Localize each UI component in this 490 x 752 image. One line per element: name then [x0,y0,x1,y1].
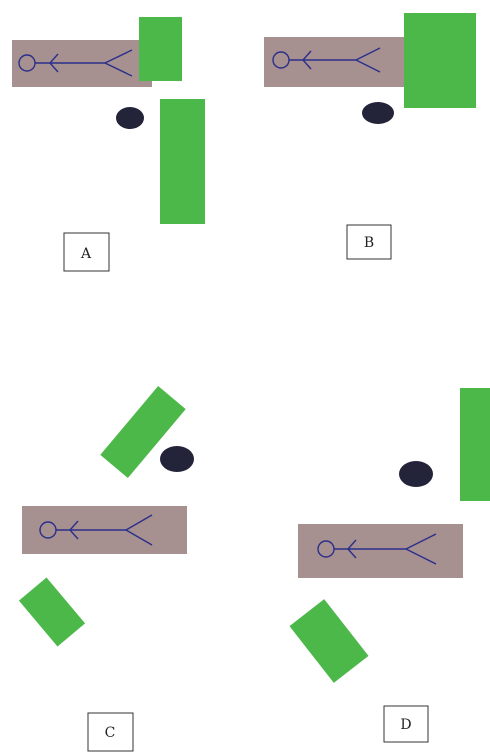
person-bar [264,37,406,87]
label-b: B [364,235,374,251]
panel-d: D [289,388,490,742]
panel-c: C [19,386,194,751]
label-d: D [400,717,411,733]
person-bar [298,524,463,578]
dark-disc [160,446,194,472]
dark-disc [116,107,144,129]
label-c: C [105,725,116,741]
dark-disc [362,102,394,124]
green-box-small-rotated [19,577,85,646]
label-a: A [80,246,92,262]
green-box-tall [460,388,490,501]
panel-b: B [264,13,476,259]
green-box-small [139,17,182,81]
green-box-tall [160,99,205,224]
dark-disc [399,461,433,487]
panel-a: A [12,17,205,271]
green-box-large [404,13,476,108]
green-box-rotated [289,599,368,683]
